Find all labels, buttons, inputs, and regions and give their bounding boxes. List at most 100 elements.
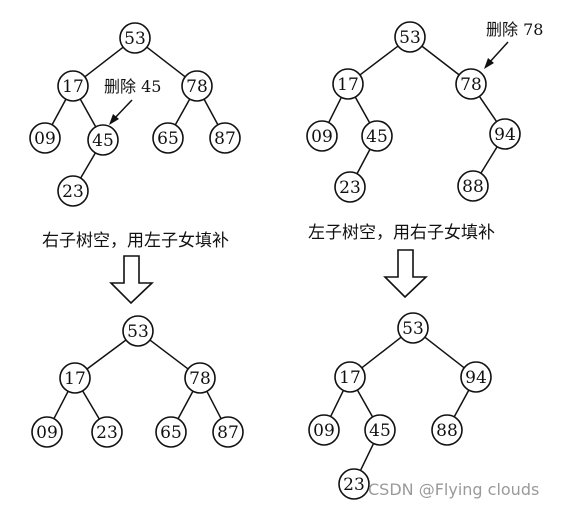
tree-node-label: 09 — [311, 127, 333, 147]
tree-node: 78 — [181, 70, 213, 102]
tree-node-label: 53 — [127, 322, 149, 342]
tree-edge — [478, 95, 498, 123]
tree-node-circle — [397, 312, 429, 344]
tree-node-label: 09 — [34, 129, 56, 149]
tree-node: 17 — [332, 68, 364, 100]
tree-node-circle — [57, 175, 89, 207]
tree-node-label: 23 — [339, 178, 361, 198]
tree-node: 53 — [119, 22, 151, 54]
tree-node-label: 23 — [62, 182, 84, 202]
tree-node-circle — [457, 170, 489, 202]
tree-node: 09 — [306, 120, 338, 152]
tree-node-circle — [306, 120, 338, 152]
tree-edge — [174, 98, 191, 126]
annotation-delete-78-pointer — [487, 41, 509, 65]
tree-node: 88 — [457, 170, 489, 202]
tree-node-circle — [122, 315, 154, 347]
tree-node-label: 53 — [399, 28, 421, 48]
tree-edge — [206, 390, 222, 420]
tree-node-label: 17 — [64, 369, 86, 389]
tree-node-circle — [361, 120, 393, 152]
tree-node: 53 — [394, 21, 426, 53]
tree-edge — [361, 336, 402, 369]
tree-node: 78 — [184, 362, 216, 394]
tree-edge — [79, 152, 97, 179]
annotation-delete-78: 删除 78 — [484, 20, 543, 69]
tree-node-circle — [334, 361, 366, 393]
tree-node-circle — [489, 118, 521, 150]
caption-right: 左子树空，用右子女填补 — [308, 223, 495, 243]
tree-edge — [146, 46, 186, 78]
tree-edge — [203, 98, 219, 126]
tree-node-circle — [181, 70, 213, 102]
tree-node: 17 — [59, 362, 91, 394]
tree-node-circle — [29, 122, 61, 154]
tree-node-circle — [332, 68, 364, 100]
tree-node: 23 — [57, 175, 89, 207]
tree-node: 17 — [57, 70, 89, 102]
tree-edge — [328, 97, 342, 123]
tree-node: 23 — [334, 171, 366, 203]
tree-node: 65 — [155, 416, 187, 448]
tree-edge — [79, 98, 97, 128]
tree-node-label: 88 — [462, 177, 484, 197]
tree-edge — [177, 390, 194, 420]
tree-node-label: 09 — [36, 423, 58, 443]
tree-edge — [84, 46, 124, 78]
tree-node-label: 45 — [92, 131, 114, 151]
tree-edge — [329, 390, 345, 417]
tree-node-circle — [460, 361, 492, 393]
tree-edge — [356, 389, 374, 418]
tree-node-label: 78 — [189, 369, 211, 389]
tree-edge — [86, 339, 127, 370]
tree-node-label: 17 — [62, 77, 84, 97]
tree-left-top: 53 17 78 09 45 65 87 23 — [29, 22, 241, 207]
tree-node-circle — [431, 414, 463, 446]
tree-node-label: 53 — [124, 29, 146, 49]
tree-node-circle — [155, 416, 187, 448]
tree-node-label: 17 — [339, 368, 361, 388]
tree-node: 53 — [122, 315, 154, 347]
tree-node-circle — [209, 122, 241, 154]
tree-node-circle — [119, 22, 151, 54]
tree-node-circle — [87, 124, 119, 156]
tree-edge — [356, 148, 371, 175]
tree-edge — [149, 339, 189, 370]
tree-node-circle — [338, 468, 370, 500]
tree-node: 45 — [364, 414, 396, 446]
tree-edge — [53, 390, 69, 420]
annotation-delete-45-label: 删除 45 — [104, 77, 161, 96]
tree-node-label: 65 — [157, 129, 179, 149]
tree-node-circle — [59, 362, 91, 394]
tree-edge — [51, 98, 67, 126]
tree-node-label: 09 — [313, 421, 335, 441]
tree-node-circle — [91, 416, 123, 448]
tree-node-circle — [212, 416, 244, 448]
tree-node: 45 — [361, 120, 393, 152]
tree-node-label: 23 — [96, 423, 118, 443]
tree-node: 09 — [29, 122, 61, 154]
tree-node-circle — [364, 414, 396, 446]
tree-node-label: 87 — [214, 129, 236, 149]
tree-node-label: 65 — [160, 423, 182, 443]
tree-node: 45 — [87, 124, 119, 156]
tree-node-circle — [152, 122, 184, 154]
tree-edge — [424, 336, 465, 369]
tree-node-label: 45 — [369, 421, 391, 441]
tree-edge — [453, 389, 470, 418]
tree-node-circle — [184, 362, 216, 394]
annotation-delete-78-arrowhead — [484, 58, 494, 69]
tree-node: 09 — [308, 414, 340, 446]
tree-edge — [480, 146, 498, 174]
caption-left: 右子树空，用左子女填补 — [42, 231, 229, 251]
tree-node-label: 88 — [436, 421, 458, 441]
tree-node-label: 53 — [402, 319, 424, 339]
down-arrow-left — [109, 255, 154, 305]
tree-node: 88 — [431, 414, 463, 446]
tree-node: 23 — [338, 468, 370, 500]
tree-node-circle — [308, 414, 340, 446]
tree-node: 65 — [152, 122, 184, 154]
tree-node-label: 94 — [494, 125, 516, 145]
